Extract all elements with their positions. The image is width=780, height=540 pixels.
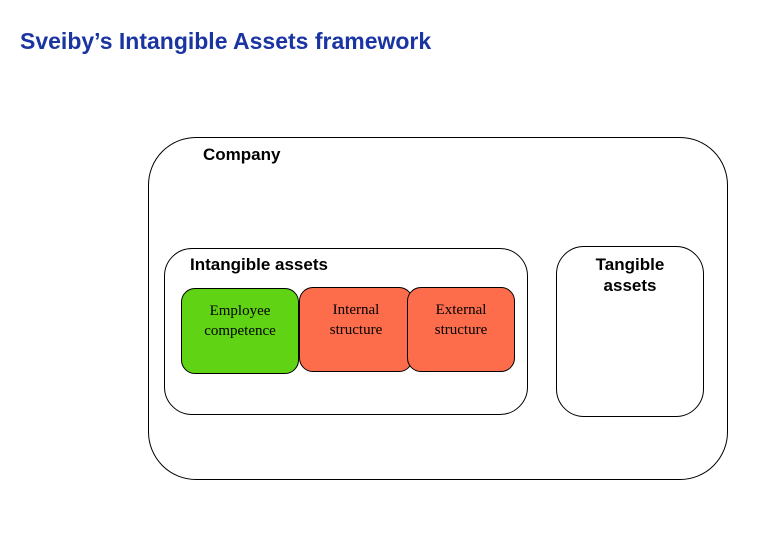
page-title: Sveiby’s Intangible Assets framework [20, 28, 432, 54]
company-label: Company [203, 145, 281, 164]
external-structure-label: External structure [434, 302, 488, 339]
tangible-assets-label: Tangible assets [595, 255, 665, 296]
external-structure-box: External structure [407, 287, 515, 372]
employee-competence-box: Employee competence [181, 288, 299, 374]
intangible-assets-container: Intangible assets Employee competence In… [164, 248, 528, 415]
internal-structure-box: Internal structure [299, 287, 413, 372]
company-container: Company Intangible assets Employee compe… [148, 137, 728, 480]
intangible-assets-label: Intangible assets [190, 255, 328, 274]
employee-competence-label: Employee competence [204, 303, 276, 340]
internal-structure-label: Internal structure [329, 302, 383, 339]
tangible-assets-container: Tangible assets [556, 246, 704, 417]
